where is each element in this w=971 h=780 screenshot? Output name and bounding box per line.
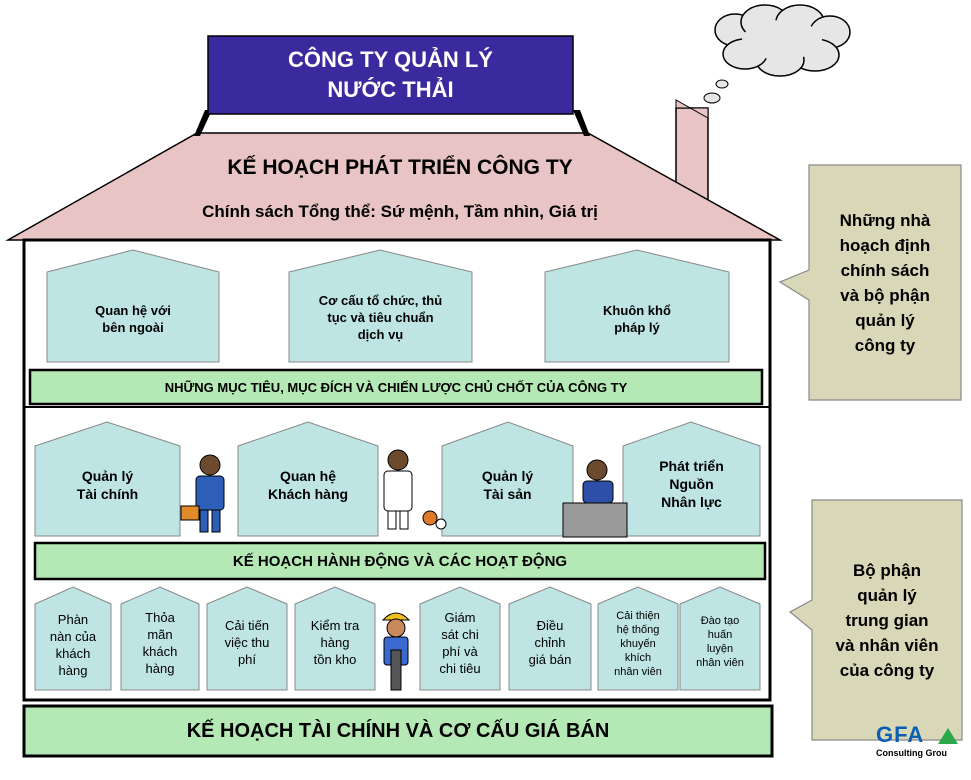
businessman-icon — [180, 454, 225, 533]
foundation-label: KẾ HOẠCH TÀI CHÍNH VÀ CƠ CẤU GIÁ BÁN — [186, 719, 610, 742]
doctor-icon — [383, 449, 447, 530]
roof-title: KẾ HOẠCH PHÁT TRIỂN CÔNG TY — [227, 156, 573, 179]
callout-policy-makers — [778, 164, 962, 401]
block-org-structure — [288, 249, 473, 363]
action-band — [33, 541, 767, 581]
action-band-label: KẾ HOẠCH HÀNH ĐỘNG VÀ CÁC HOẠT ĐỘNG — [232, 552, 568, 570]
company-title-box — [207, 35, 574, 115]
roof — [5, 132, 783, 241]
foundation-band — [22, 704, 774, 758]
company-title: CÔNG TY QUẢN LÝ NƯỚC THẢI — [288, 47, 493, 102]
construction-worker-icon — [381, 612, 411, 691]
activity-cost-monitoring: Giám sát chi phí và chi tiêu — [439, 610, 481, 676]
callout-middle-management — [788, 499, 963, 741]
activity-complaints: Phàn nàn của khách hàng — [49, 612, 97, 678]
activity-inventory-check: Kiểm tra hàng tồn kho — [310, 617, 360, 667]
block-label-customer-relations: Quan hệ Khách hàng — [267, 468, 349, 502]
block-external-relations — [46, 249, 220, 363]
block-label-hr-development: Phát triển Nguồn Nhân lực — [659, 458, 724, 510]
activity-satisfaction: Thỏa mãn khách hàng — [142, 610, 178, 676]
activity-staff-training: Đào tạo huấn luyện nhân viên — [696, 615, 744, 669]
roof-subtitle: Chính sách Tổng thể: Sứ mệnh, Tầm nhìn, … — [202, 202, 598, 221]
thought-cloud-icon — [703, 4, 851, 104]
block-finance — [34, 421, 181, 537]
block-label-finance: Quản lý Tài chính — [76, 468, 139, 502]
block-legal-framework — [544, 249, 730, 363]
block-label-legal-framework: Khuôn khổ pháp lý — [603, 303, 671, 335]
gfa-logo-tagline: Consulting Grou — [876, 748, 947, 758]
activity-incentive-system: Cải thiện hệ thống khuyến khích nhân viê… — [614, 610, 662, 678]
block-label-org-structure: Cơ cấu tổ chức, thủ tục và tiêu chuẩn dị… — [318, 292, 443, 342]
activity-price-adjustment: Điều chỉnh giá bán — [528, 617, 572, 667]
activity-fee-collection: Cải tiến việc thu phí — [224, 617, 270, 667]
callout-label-middle-management: Bộ phận quản lý trung gian và nhân viên … — [835, 560, 939, 680]
goals-band — [28, 368, 764, 406]
callout-label-policy-makers: Những nhà hoạch định chính sách và bộ ph… — [839, 211, 931, 355]
block-label-asset-management: Quản lý Tài sản — [481, 468, 534, 502]
block-label-external-relations: Quan hệ với bên ngoài — [95, 303, 171, 335]
gfa-logo-mark — [938, 728, 958, 744]
speaker-podium-icon — [562, 459, 628, 538]
block-customer-relations — [237, 421, 379, 537]
goals-band-label: NHỮNG MỤC TIÊU, MỤC ĐÍCH VÀ CHIẾN LƯỢC C… — [164, 379, 628, 395]
gfa-logo-text: GFA — [876, 722, 925, 747]
